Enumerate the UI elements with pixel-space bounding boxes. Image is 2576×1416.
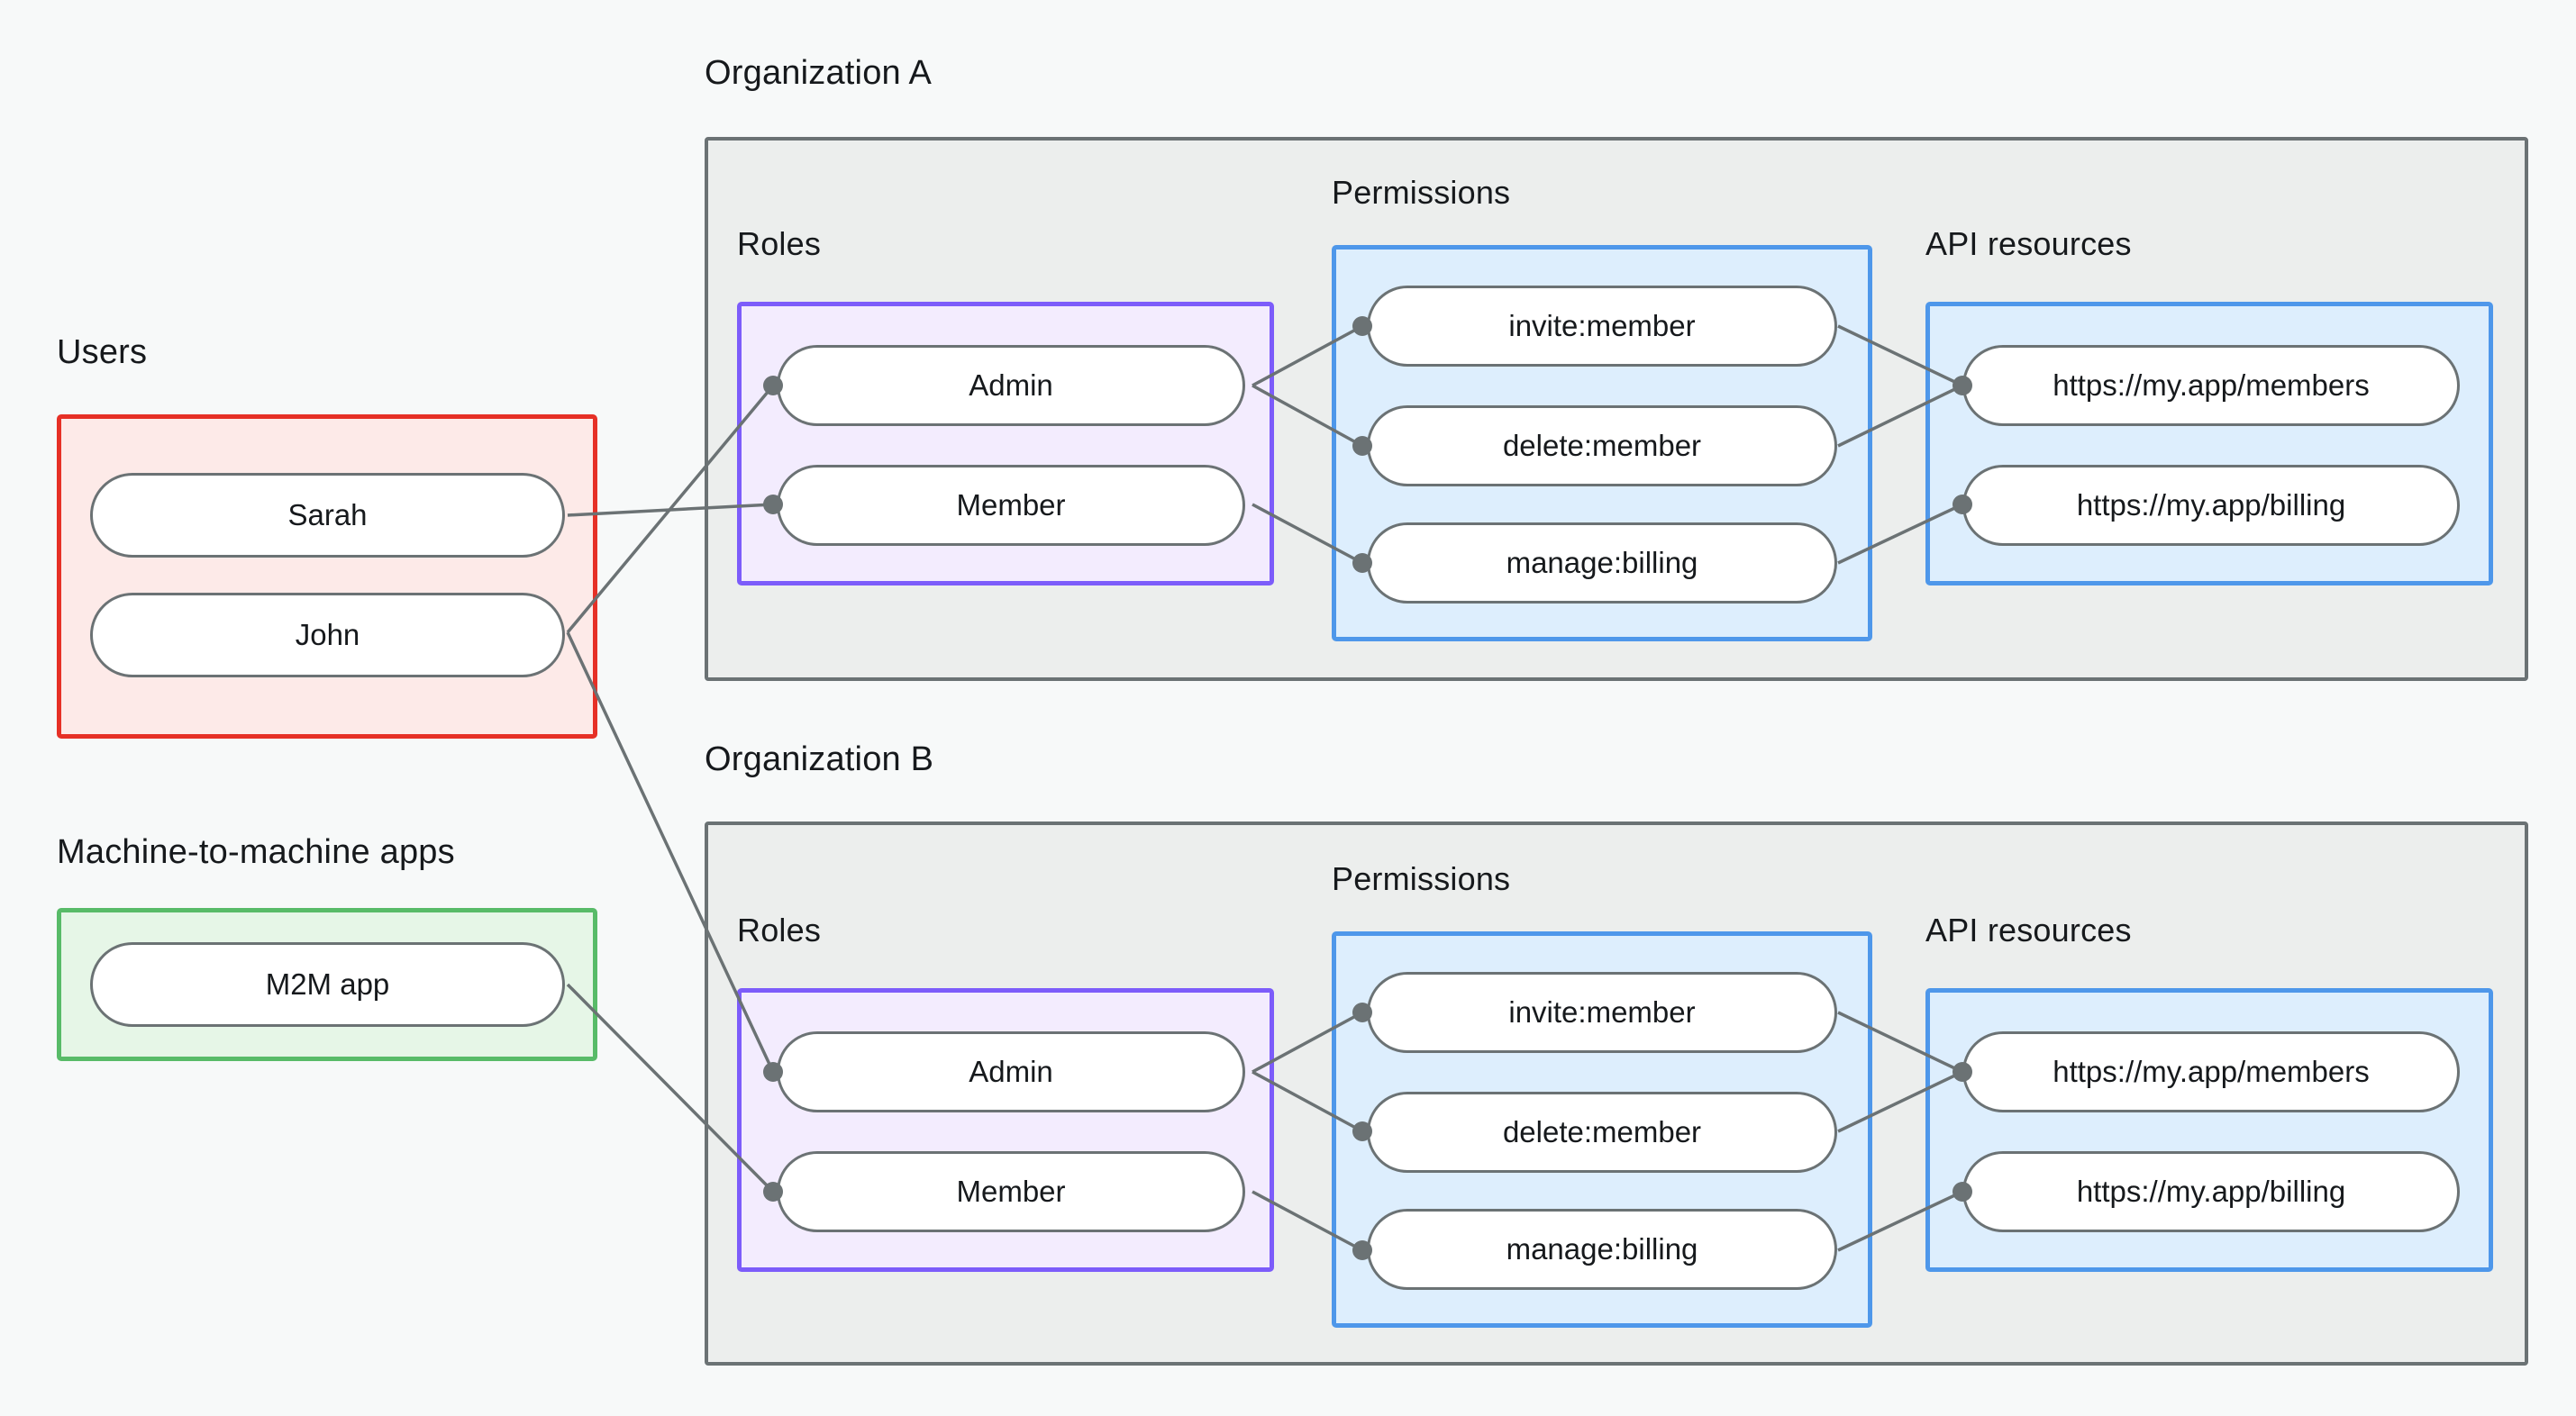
users-container: [57, 414, 597, 739]
org-a-role-member[interactable]: Member: [777, 465, 1245, 546]
org-a-permission-manage-billing[interactable]: manage:billing: [1367, 522, 1837, 604]
org-a-roles-label: Roles: [737, 225, 822, 262]
org-b-permission-invite-member[interactable]: invite:member: [1367, 972, 1837, 1053]
users-group-label: Users: [57, 333, 148, 371]
org-a-permissions-label: Permissions: [1332, 174, 1511, 211]
org-b-permissions-label: Permissions: [1332, 860, 1511, 897]
org-b-role-admin[interactable]: Admin: [777, 1031, 1245, 1112]
org-b-permission-manage-billing[interactable]: manage:billing: [1367, 1209, 1837, 1290]
org-b-role-member[interactable]: Member: [777, 1151, 1245, 1232]
org-b-roles-label: Roles: [737, 912, 822, 949]
org-a-permission-delete-member[interactable]: delete:member: [1367, 405, 1837, 486]
org-b-title: Organization B: [705, 740, 934, 778]
m2m-group-label: Machine-to-machine apps: [57, 833, 455, 871]
m2m-pill-app[interactable]: M2M app: [90, 942, 565, 1027]
org-b-api-billing[interactable]: https://my.app/billing: [1962, 1151, 2460, 1232]
org-b-api-members[interactable]: https://my.app/members: [1962, 1031, 2460, 1112]
org-b-api-label: API resources: [1925, 912, 2132, 949]
org-a-api-members[interactable]: https://my.app/members: [1962, 345, 2460, 426]
org-a-permission-invite-member[interactable]: invite:member: [1367, 286, 1837, 367]
user-pill-john[interactable]: John: [90, 593, 565, 677]
org-b-permission-delete-member[interactable]: delete:member: [1367, 1092, 1837, 1173]
org-a-api-label: API resources: [1925, 225, 2132, 262]
org-a-api-billing[interactable]: https://my.app/billing: [1962, 465, 2460, 546]
org-a-title: Organization A: [705, 54, 933, 92]
org-a-role-admin[interactable]: Admin: [777, 345, 1245, 426]
user-pill-sarah[interactable]: Sarah: [90, 473, 565, 558]
